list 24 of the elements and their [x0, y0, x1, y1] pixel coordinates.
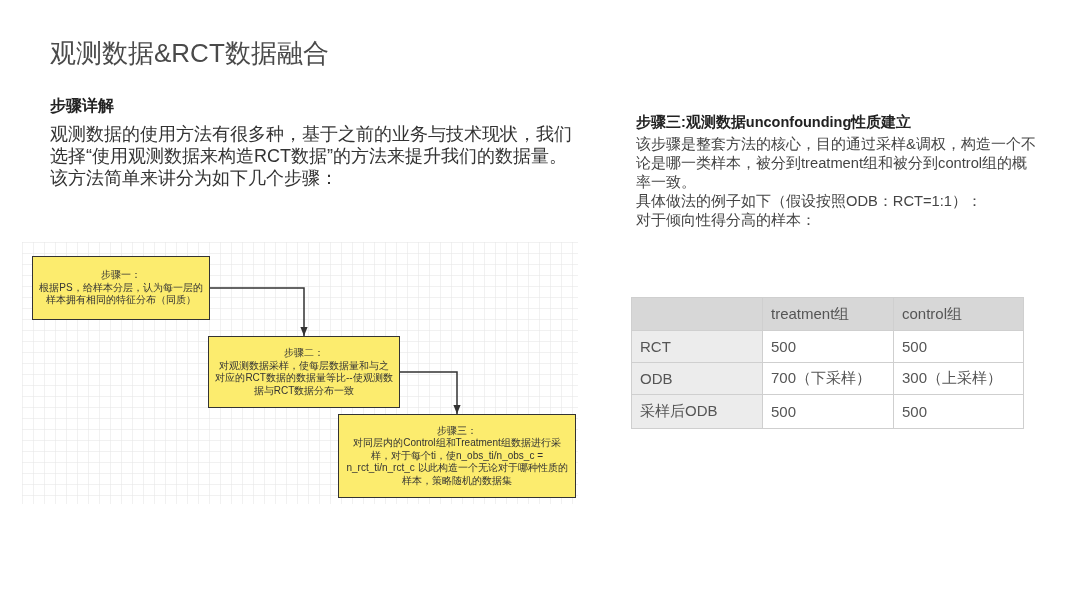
- step-title: 步骤二：: [284, 347, 324, 360]
- process-box: [338, 414, 576, 498]
- step-description: 根据PS，给样本分层，认为每一层的样本拥有相同的特征分布（同质）: [39, 281, 203, 307]
- table-header-cell: treatment组: [762, 297, 894, 331]
- table-header-cell: control组: [893, 297, 1024, 331]
- step-description: 对同层内的Control组和Treatment组数据进行采样，对于每个ti，使n_obs_ti/n_obs_c = n_rct_ti/n_rct_c 以此构造一个无论对于哪种性质的样本，策略随机的数据集: [345, 437, 569, 488]
- arrow: [209, 287, 308, 337]
- step-heading: 步骤三:观测数据unconfounding性质建立: [636, 113, 912, 132]
- step-title: 步骤三：: [437, 424, 477, 438]
- row-header-cell: 采样后ODB: [631, 394, 763, 429]
- table-cell: 500: [893, 394, 1024, 429]
- section-heading: 步骤详解: [50, 96, 114, 116]
- description-text: 对于倾向性得分高的样本：: [636, 211, 817, 230]
- step-title: 步骤一：: [101, 269, 141, 282]
- step-description: 对观测数据采样，使每层数据量和与之对应的RCT数据的数据量等比--使观测数据与RCT数据分布一致: [215, 359, 393, 397]
- process-box: [32, 256, 210, 320]
- slide-title: 观测数据&RCT数据融合: [50, 37, 329, 70]
- row-header-cell: ODB: [631, 362, 763, 395]
- process-box: [208, 336, 400, 408]
- row-header-cell: RCT: [631, 330, 763, 363]
- description-text: 具体做法的例子如下（假设按照ODB：RCT=1:1）：: [636, 192, 983, 211]
- intro-paragraph: 观测数据的使用方法有很多种，基于之前的业务与技术现状，我们选择“使用观测数据来构造RCT数据”的方法来提升我们的数据量。该方法简单来讲分为如下几个步骤：: [50, 123, 572, 189]
- description-text: 该步骤是整套方法的核心，目的通过采样&调权，构造一个不论是哪一类样本，被分到treatment组和被分到control组的概率一致。: [636, 135, 1037, 192]
- arrow: [399, 371, 461, 415]
